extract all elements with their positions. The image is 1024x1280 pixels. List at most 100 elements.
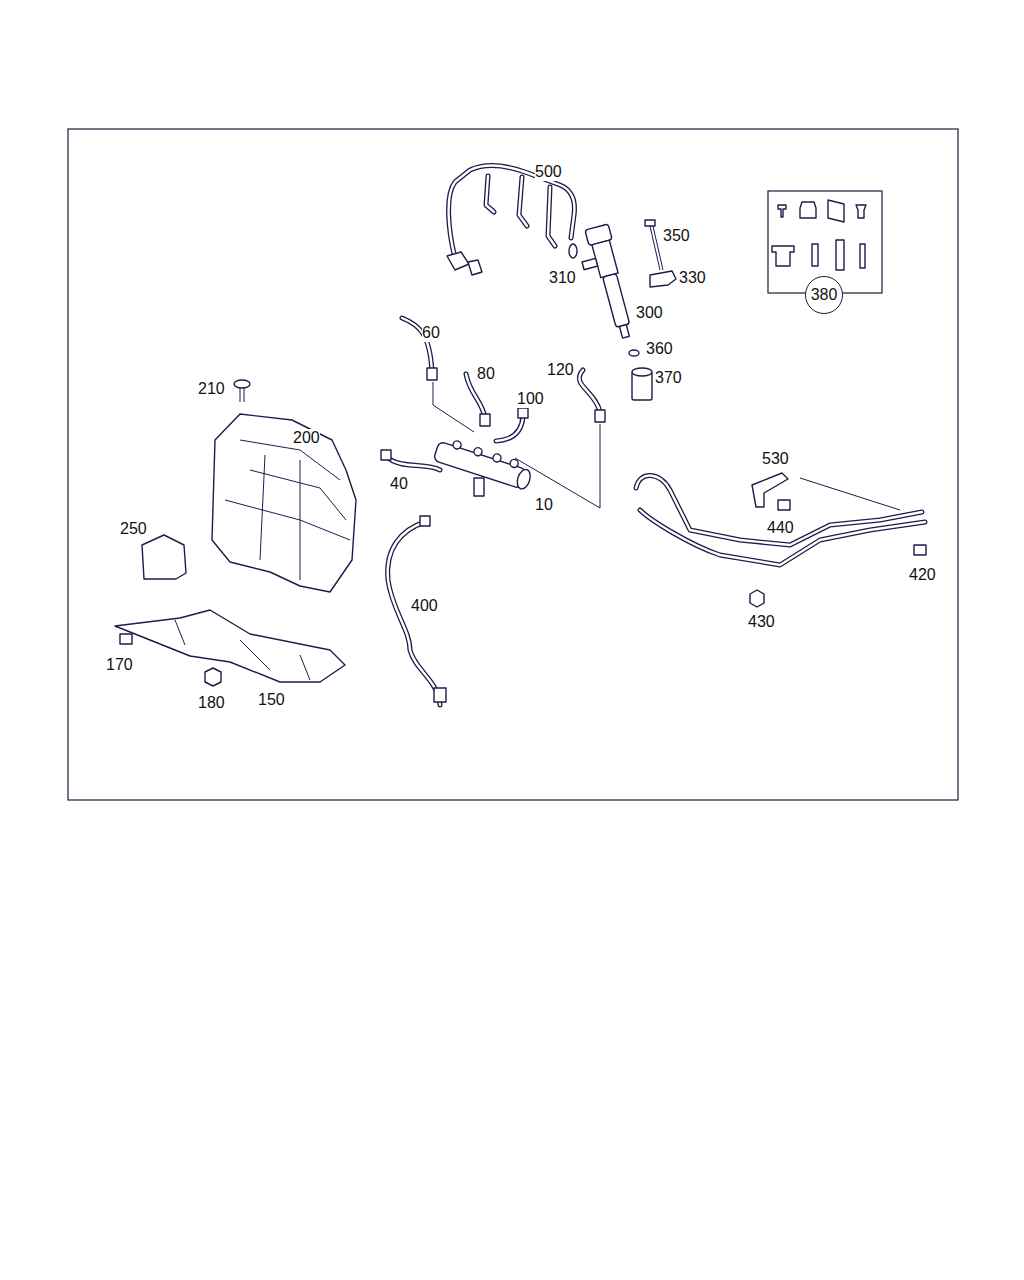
callout-number: 370 (655, 369, 682, 387)
kit-parts (772, 200, 866, 270)
bracket-block (142, 535, 186, 579)
injector-harness (486, 176, 494, 212)
support-bracket (115, 610, 345, 682)
callout-number: 440 (767, 519, 794, 537)
pressure-pipes (496, 416, 523, 441)
seal-ring (569, 244, 577, 258)
callout-circle: 380 (805, 276, 844, 315)
kit-parts (778, 205, 786, 217)
fuel-lines (640, 510, 925, 565)
callout-number: 530 (762, 450, 789, 468)
kit-parts (800, 202, 816, 218)
rail (515, 468, 533, 491)
injector (603, 274, 630, 328)
callout-number: 330 (679, 269, 706, 287)
injector-harness (548, 187, 555, 246)
kit-parts (860, 244, 865, 268)
bolt (645, 220, 655, 226)
protective-cap (632, 368, 652, 376)
leader-line (800, 478, 900, 510)
kit-parts (828, 200, 844, 222)
pressure-pipes (579, 370, 600, 412)
callout-number: 360 (646, 340, 673, 358)
fuel-lines (636, 473, 925, 565)
pressure-pipes (381, 318, 605, 705)
pressure-pipes (386, 456, 440, 470)
callout-number: 10 (535, 496, 553, 514)
bolt (914, 545, 926, 555)
fuel-lines (636, 475, 922, 545)
callout-number: 310 (549, 269, 576, 287)
callout-number: 420 (909, 566, 936, 584)
callout-number: 350 (663, 227, 690, 245)
kit-parts (836, 240, 844, 270)
nut (205, 668, 221, 686)
injector-harness (447, 252, 469, 270)
callout-number: 120 (547, 361, 574, 379)
leader-line (433, 382, 600, 508)
pressure-pipes (480, 414, 490, 426)
bolt (120, 634, 132, 644)
callout-number: 60 (422, 324, 440, 342)
rail (492, 453, 502, 463)
kit-parts (772, 246, 794, 266)
kit-parts (856, 205, 866, 218)
pressure-pipes (420, 516, 430, 526)
injector (574, 224, 637, 343)
screw (234, 380, 250, 402)
bolt (778, 500, 790, 510)
fuel-lines (640, 510, 925, 565)
pressure-pipes (386, 456, 440, 470)
callout-number: 500 (535, 163, 562, 181)
callout-number: 80 (477, 365, 495, 383)
pressure-pipes (427, 368, 437, 380)
pressure-pipes (496, 416, 523, 441)
callout-number: 200 (293, 429, 320, 447)
engine-cover (225, 440, 350, 580)
callout-number: 430 (748, 613, 775, 631)
engine-cover (212, 414, 356, 592)
clamp (650, 271, 676, 287)
pressure-pipes (381, 450, 391, 460)
rail-sensor (474, 478, 484, 496)
callout-number: 170 (106, 656, 133, 674)
nut (750, 590, 764, 607)
callout-number: 400 (411, 597, 438, 615)
injector-harness (519, 177, 527, 226)
pressure-pipes (595, 410, 605, 422)
kit-parts (812, 244, 818, 266)
callout-number: 40 (390, 475, 408, 493)
callout-number: 150 (258, 691, 285, 709)
support-bracket (115, 610, 345, 682)
rail (452, 440, 462, 450)
pressure-pipes (579, 370, 600, 412)
injector (582, 258, 598, 269)
rail (473, 447, 483, 457)
callout-number: 300 (636, 304, 663, 322)
support-bracket (175, 620, 310, 680)
callout-number: 250 (120, 520, 147, 538)
engine-cover (212, 414, 356, 592)
screw (234, 380, 250, 388)
callout-number: 180 (198, 694, 225, 712)
callout-number: 380 (811, 286, 838, 304)
frame (68, 129, 958, 800)
injector-harness (548, 187, 555, 246)
callout-number: 100 (517, 390, 544, 408)
injector-harness (468, 260, 482, 275)
protective-cap (632, 368, 652, 400)
injector-harness (447, 166, 574, 275)
pressure-pipes (434, 688, 446, 702)
pressure-pipes (388, 522, 440, 705)
parts-illustration (650, 226, 663, 270)
injector-harness (519, 177, 527, 226)
pressure-pipes (388, 522, 440, 705)
injector (619, 325, 629, 338)
washer (629, 350, 639, 356)
screw (240, 388, 244, 402)
pressure-pipes (518, 408, 528, 418)
callout-number: 210 (198, 380, 225, 398)
